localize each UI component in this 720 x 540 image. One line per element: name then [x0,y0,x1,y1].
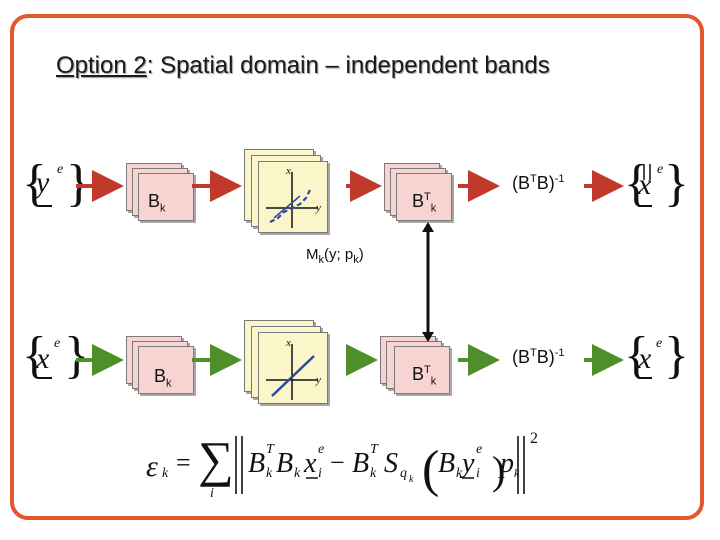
eq-sum-sub: i [210,486,214,501]
vertical-connector-head-top [422,222,434,232]
eq-s-subsub: k [409,474,414,485]
bottom-bt-card-front [394,346,450,394]
title-option: Option 2 [56,52,147,79]
svg-text:{: { [22,155,47,212]
eq-b1-sup: T [266,442,274,457]
bottom-input-sup: e [54,336,61,351]
svg-text:{: { [624,155,649,212]
top-b-label: Bk [148,191,166,215]
bottom-b-card-front [138,346,194,394]
bottom-output-sup: e [656,336,663,351]
eq-equals: = [176,448,191,477]
bottom-axis-x: x [286,337,291,349]
svg-text:{: { [22,327,47,384]
top-b-card-front [138,173,194,221]
bottom-m-card-front [258,332,328,404]
top-input-var: y [36,166,50,199]
bottom-bt-label: BTk [412,364,437,388]
eq-x-sub: i [318,466,322,481]
bottom-input-var: x [36,342,50,375]
title-rest: : Spatial domain – independent bands [146,52,550,79]
svg-text:}: } [64,327,89,384]
eq-b3: B [352,448,370,479]
eq-p: p [500,448,514,479]
eq-b2-sub: k [294,466,301,481]
eq-b1: B [248,448,266,479]
bottom-output-var: x [638,342,652,375]
top-bt-label: BTk [412,191,437,215]
top-input-sup: e [57,162,64,177]
eq-minus: − [330,448,345,477]
eq-sum: ∑ [198,431,234,487]
top-axis-x: x [286,165,291,177]
eq-b3-sup: T [370,442,378,457]
model-label: Mk(y; pk) [306,246,364,266]
eq-y-sub: i [476,466,480,481]
svg-text:}: } [664,155,689,212]
top-inverse-label: (BTB)-1 [512,173,565,193]
bottom-b-label: Bk [154,366,172,390]
eq-eps: ε [146,450,158,483]
top-axis-y: y [316,202,321,214]
slide-frame [10,14,704,520]
eq-y-sup: e [476,442,483,457]
eq-b4-sub: k [456,466,463,481]
svg-text:): ) [492,448,505,493]
eq-x: x [304,448,317,479]
bottom-inverse-label: (BTB)-1 [512,347,565,367]
eq-x-sup: e [318,442,325,457]
vertical-connector-head-bottom [422,332,434,342]
eq-s-sub: q [400,466,407,481]
svg-text:}: } [664,327,689,384]
top-output-sup: e [657,162,664,177]
slide-title: Option 2: Spatial domain – independent b… [56,52,550,80]
eq-p-sub: k [514,466,520,480]
top-bt-card-front [396,173,452,221]
eq-power: 2 [530,430,538,447]
eq-b2: B [276,448,294,479]
eq-b4: B [438,448,456,479]
eq-y: y [462,448,475,479]
bottom-axis-y: y [316,374,321,386]
eq-s: S [384,448,398,479]
eq-b1-sub: k [266,466,273,481]
svg-text:}: } [66,155,91,212]
svg-text:{: { [624,327,649,384]
eq-eps-sub: k [162,466,169,481]
top-output-var: x [638,168,652,201]
eq-b3-sub: k [370,466,377,481]
svg-text:(: ( [422,441,439,498]
